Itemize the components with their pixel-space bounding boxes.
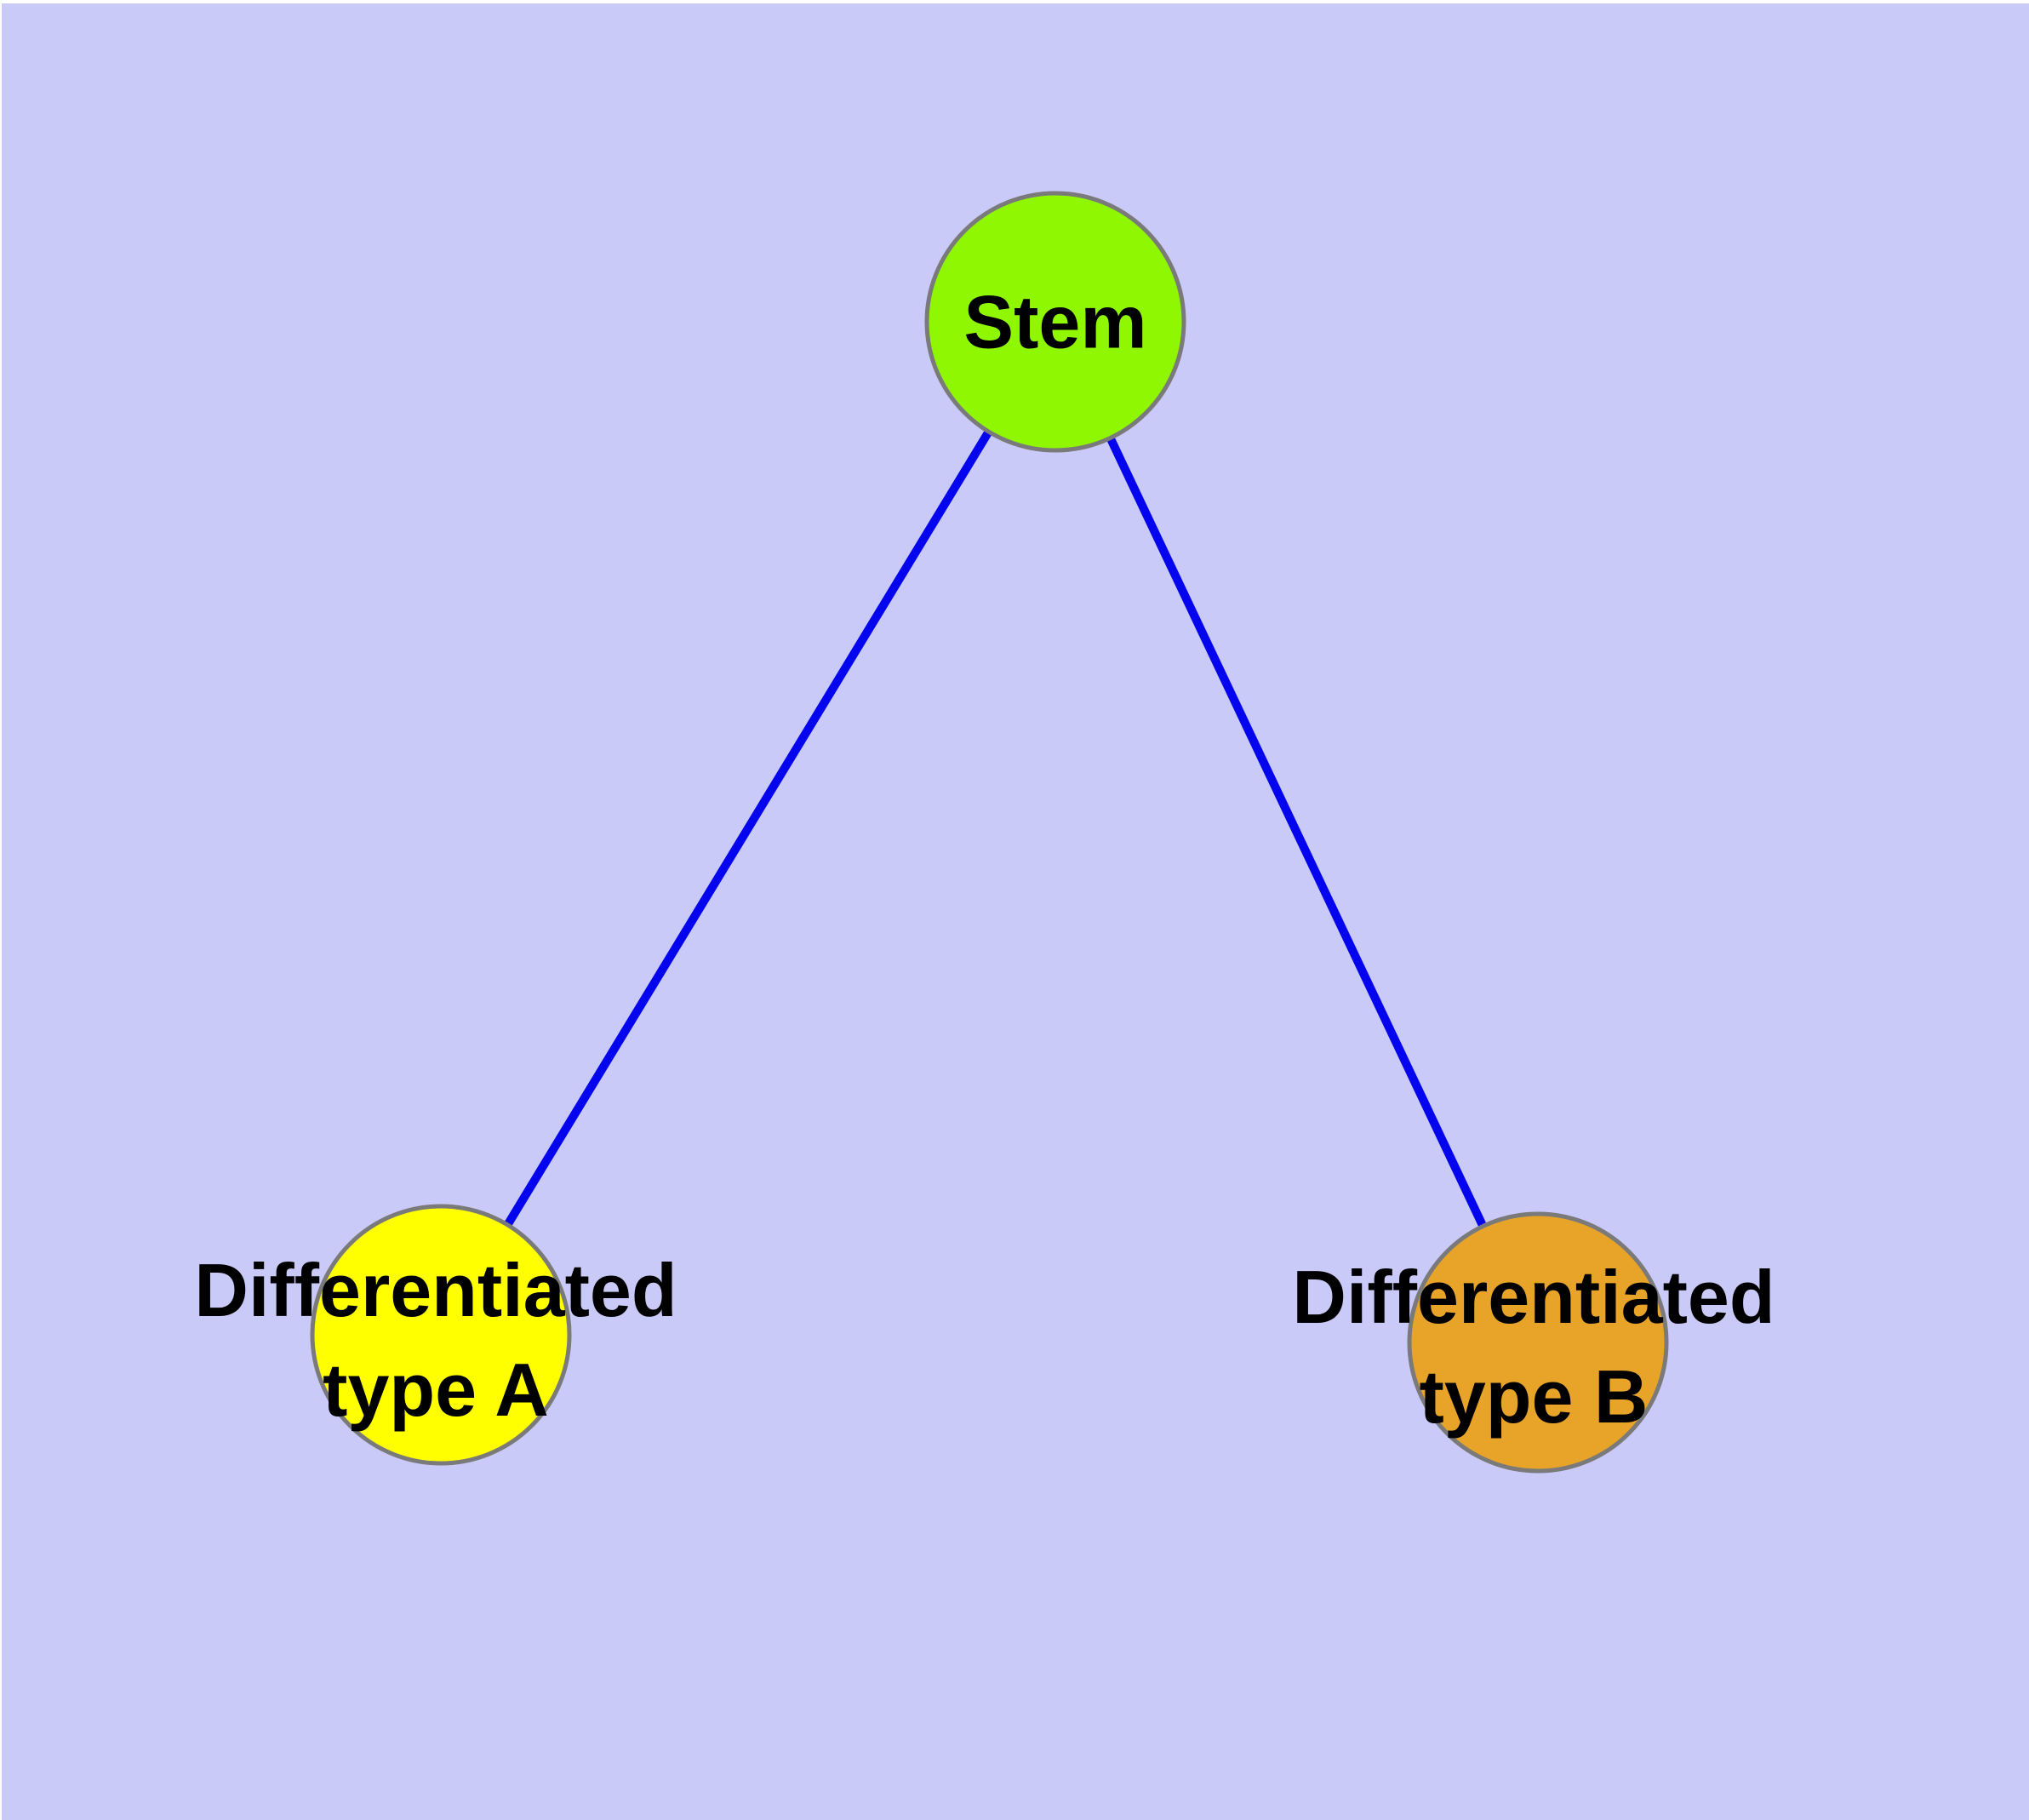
node-type-a-label-line2: type A [323,1348,549,1432]
node-type-a-label-line1: Differentiated [194,1248,677,1332]
node-type-a-label: Differentiated type A [194,1240,677,1439]
edge-stem-to-type-b [1051,319,1542,1345]
node-type-a-circle [310,1204,572,1466]
edge-stem-to-type-a [437,319,1060,1337]
node-stem-circle [924,191,1186,453]
node-type-b-label-line1: Differentiated [1292,1255,1775,1339]
node-type-b-circle [1407,1211,1669,1474]
node-type-b-label: Differentiated type B [1292,1247,1775,1446]
node-stem-label: Stem [963,272,1146,372]
node-stem-label-line1: Stem [963,279,1147,364]
graph-svg [310,191,1669,1474]
node-type-b-label-line2: type B [1419,1354,1649,1439]
